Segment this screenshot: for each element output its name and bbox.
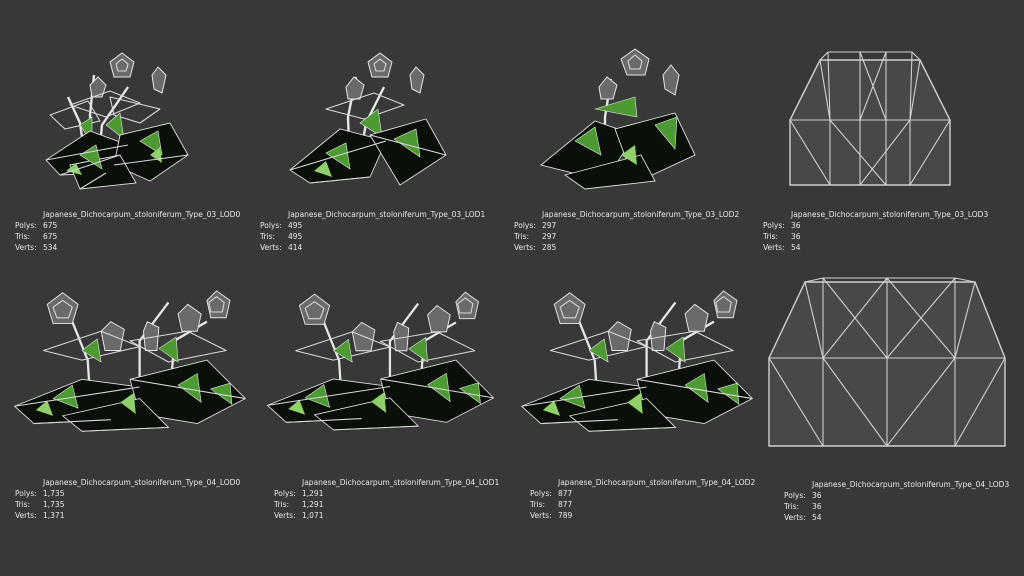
- polys-label: Polys:: [784, 491, 806, 500]
- tris-label: Tris:: [784, 502, 800, 511]
- model-name: Japanese_Dichocarpum_stoloniferum_Type_0…: [791, 210, 989, 219]
- box-wireframe: [789, 51, 951, 186]
- verts-value: 534: [43, 243, 58, 252]
- verts-value: 285: [542, 243, 557, 252]
- model-name: Japanese_Dichocarpum_stoloniferum_Type_0…: [302, 478, 500, 487]
- model-name: Japanese_Dichocarpum_stoloniferum_Type_0…: [43, 478, 241, 487]
- tris-value: 297: [542, 232, 557, 241]
- polys-value: 36: [812, 491, 822, 500]
- verts-label: Verts:: [15, 511, 37, 520]
- verts-value: 414: [288, 243, 303, 252]
- tris-value: 877: [558, 500, 573, 509]
- polys-value: 1,735: [43, 489, 65, 498]
- model-name: Japanese_Dichocarpum_stoloniferum_Type_0…: [558, 478, 756, 487]
- viewport-type04-lod0: [5, 270, 255, 455]
- verts-value: 1,071: [302, 511, 324, 520]
- verts-label: Verts:: [514, 243, 536, 252]
- stats-type03-lod0: Japanese_Dichocarpum_stoloniferum_Type_0…: [15, 209, 240, 253]
- stats-type03-lod2: Japanese_Dichocarpum_stoloniferum_Type_0…: [514, 209, 739, 253]
- plant-wireframe: [288, 51, 448, 187]
- stats-type03-lod3: Japanese_Dichocarpum_stoloniferum_Type_0…: [763, 209, 988, 253]
- tris-label: Tris:: [274, 500, 290, 509]
- viewport-type03-lod0: [20, 35, 220, 205]
- tris-value: 36: [791, 232, 801, 241]
- polys-value: 495: [288, 221, 303, 230]
- plant-wireframe: [13, 289, 247, 433]
- polys-value: 877: [558, 489, 573, 498]
- stats-type04-lod2: Japanese_Dichocarpum_stoloniferum_Type_0…: [530, 477, 755, 521]
- polys-label: Polys:: [15, 489, 37, 498]
- verts-label: Verts:: [763, 243, 785, 252]
- polys-label: Polys:: [260, 221, 282, 230]
- verts-label: Verts:: [260, 243, 282, 252]
- tris-value: 675: [43, 232, 58, 241]
- model-name: Japanese_Dichocarpum_stoloniferum_Type_0…: [288, 210, 486, 219]
- tris-value: 1,291: [302, 500, 324, 509]
- box-wireframe: [768, 277, 1006, 447]
- stats-type04-lod3: Japanese_Dichocarpum_stoloniferum_Type_0…: [784, 479, 1009, 523]
- verts-value: 54: [791, 243, 801, 252]
- polys-value: 297: [542, 221, 557, 230]
- polys-label: Polys:: [763, 221, 785, 230]
- tris-label: Tris:: [530, 500, 546, 509]
- verts-label: Verts:: [784, 513, 806, 522]
- polys-value: 1,291: [302, 489, 324, 498]
- tris-label: Tris:: [514, 232, 530, 241]
- viewport-type03-lod3: [780, 40, 960, 190]
- polys-label: Polys:: [530, 489, 552, 498]
- tris-label: Tris:: [15, 232, 31, 241]
- polys-label: Polys:: [514, 221, 536, 230]
- tris-value: 495: [288, 232, 303, 241]
- verts-value: 1,371: [43, 511, 65, 520]
- polys-value: 36: [791, 221, 801, 230]
- stats-type04-lod0: Japanese_Dichocarpum_stoloniferum_Type_0…: [15, 477, 240, 521]
- verts-label: Verts:: [274, 511, 296, 520]
- viewport-type04-lod1: [258, 270, 503, 455]
- viewport-type03-lod2: [525, 35, 725, 205]
- model-name: Japanese_Dichocarpum_stoloniferum_Type_0…: [43, 210, 241, 219]
- verts-value: 54: [812, 513, 822, 522]
- tris-value: 1,735: [43, 500, 65, 509]
- polys-label: Polys:: [15, 221, 37, 230]
- viewport-type04-lod2: [512, 270, 762, 455]
- tris-value: 36: [812, 502, 822, 511]
- plant-wireframe: [44, 51, 190, 191]
- viewport-type03-lod1: [270, 35, 470, 205]
- tris-label: Tris:: [15, 500, 31, 509]
- stats-type03-lod1: Japanese_Dichocarpum_stoloniferum_Type_0…: [260, 209, 485, 253]
- stats-type04-lod1: Japanese_Dichocarpum_stoloniferum_Type_0…: [274, 477, 499, 521]
- polys-value: 675: [43, 221, 58, 230]
- plant-wireframe: [266, 291, 495, 432]
- verts-label: Verts:: [530, 511, 552, 520]
- verts-label: Verts:: [15, 243, 37, 252]
- polys-label: Polys:: [274, 489, 296, 498]
- tris-label: Tris:: [260, 232, 276, 241]
- model-name: Japanese_Dichocarpum_stoloniferum_Type_0…: [542, 210, 740, 219]
- tris-label: Tris:: [763, 232, 779, 241]
- plant-wireframe: [539, 47, 697, 191]
- plant-wireframe: [520, 289, 754, 433]
- viewport-type04-lod3: [765, 277, 1010, 448]
- verts-value: 789: [558, 511, 573, 520]
- model-name: Japanese_Dichocarpum_stoloniferum_Type_0…: [812, 480, 1010, 489]
